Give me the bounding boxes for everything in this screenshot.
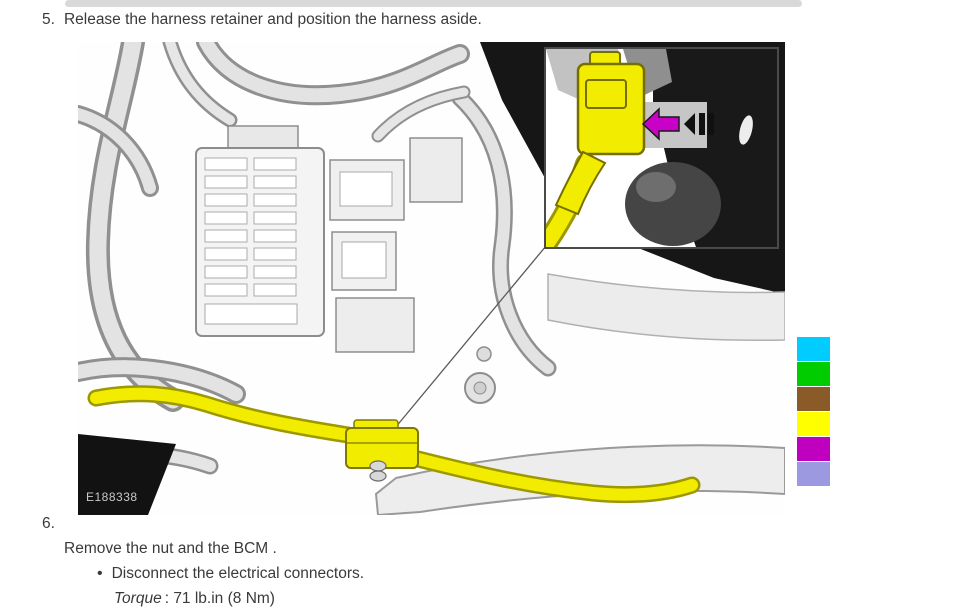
harness-connector (345, 419, 419, 482)
torque-label: Torque (114, 590, 162, 607)
step-5-number: 5. (42, 11, 55, 28)
magenta-arrow-icon (641, 107, 680, 141)
step-6-bullet-text: Disconnect the electrical connectors. (111, 565, 365, 582)
legend-swatch[interactable] (797, 437, 830, 461)
color-legend (797, 337, 830, 486)
step-6-number: 6. (42, 515, 55, 532)
figure-id-label: E188338 (86, 490, 138, 504)
legend-swatch[interactable] (797, 412, 830, 436)
figure-id: E188338 (78, 434, 176, 515)
step-6-text: Remove the nut and the BCM . (64, 540, 277, 557)
inset-detail (544, 47, 779, 249)
inset-connector (554, 51, 646, 216)
legend-swatch[interactable] (797, 362, 830, 386)
figure: E188338 (68, 30, 786, 517)
pulley-bolts (464, 346, 496, 404)
engine-hoses (68, 30, 557, 475)
step-6-bullet: Disconnect the electrical connectors. (97, 565, 364, 583)
horizontal-scrollbar[interactable] (65, 0, 802, 7)
torque-value: : 71 lb.in (8 Nm) (164, 590, 275, 607)
callout-leader-line (389, 245, 547, 435)
yellow-harness (87, 385, 701, 504)
figure-illustration-svg: E188338 (68, 30, 786, 517)
step-5: 5. Release the harness retainer and posi… (42, 10, 482, 29)
step-5-text: Release the harness retainer and positio… (63, 11, 482, 28)
legend-swatch[interactable] (797, 462, 830, 486)
bullet-icon (97, 565, 112, 583)
bottom-rail (374, 444, 786, 517)
torque-spec: Torque: 71 lb.in (8 Nm) (114, 590, 275, 608)
fuse-box (195, 125, 463, 353)
fast-forward-arrow-icon (684, 113, 714, 135)
legend-swatch[interactable] (797, 337, 830, 361)
legend-swatch[interactable] (797, 387, 830, 411)
